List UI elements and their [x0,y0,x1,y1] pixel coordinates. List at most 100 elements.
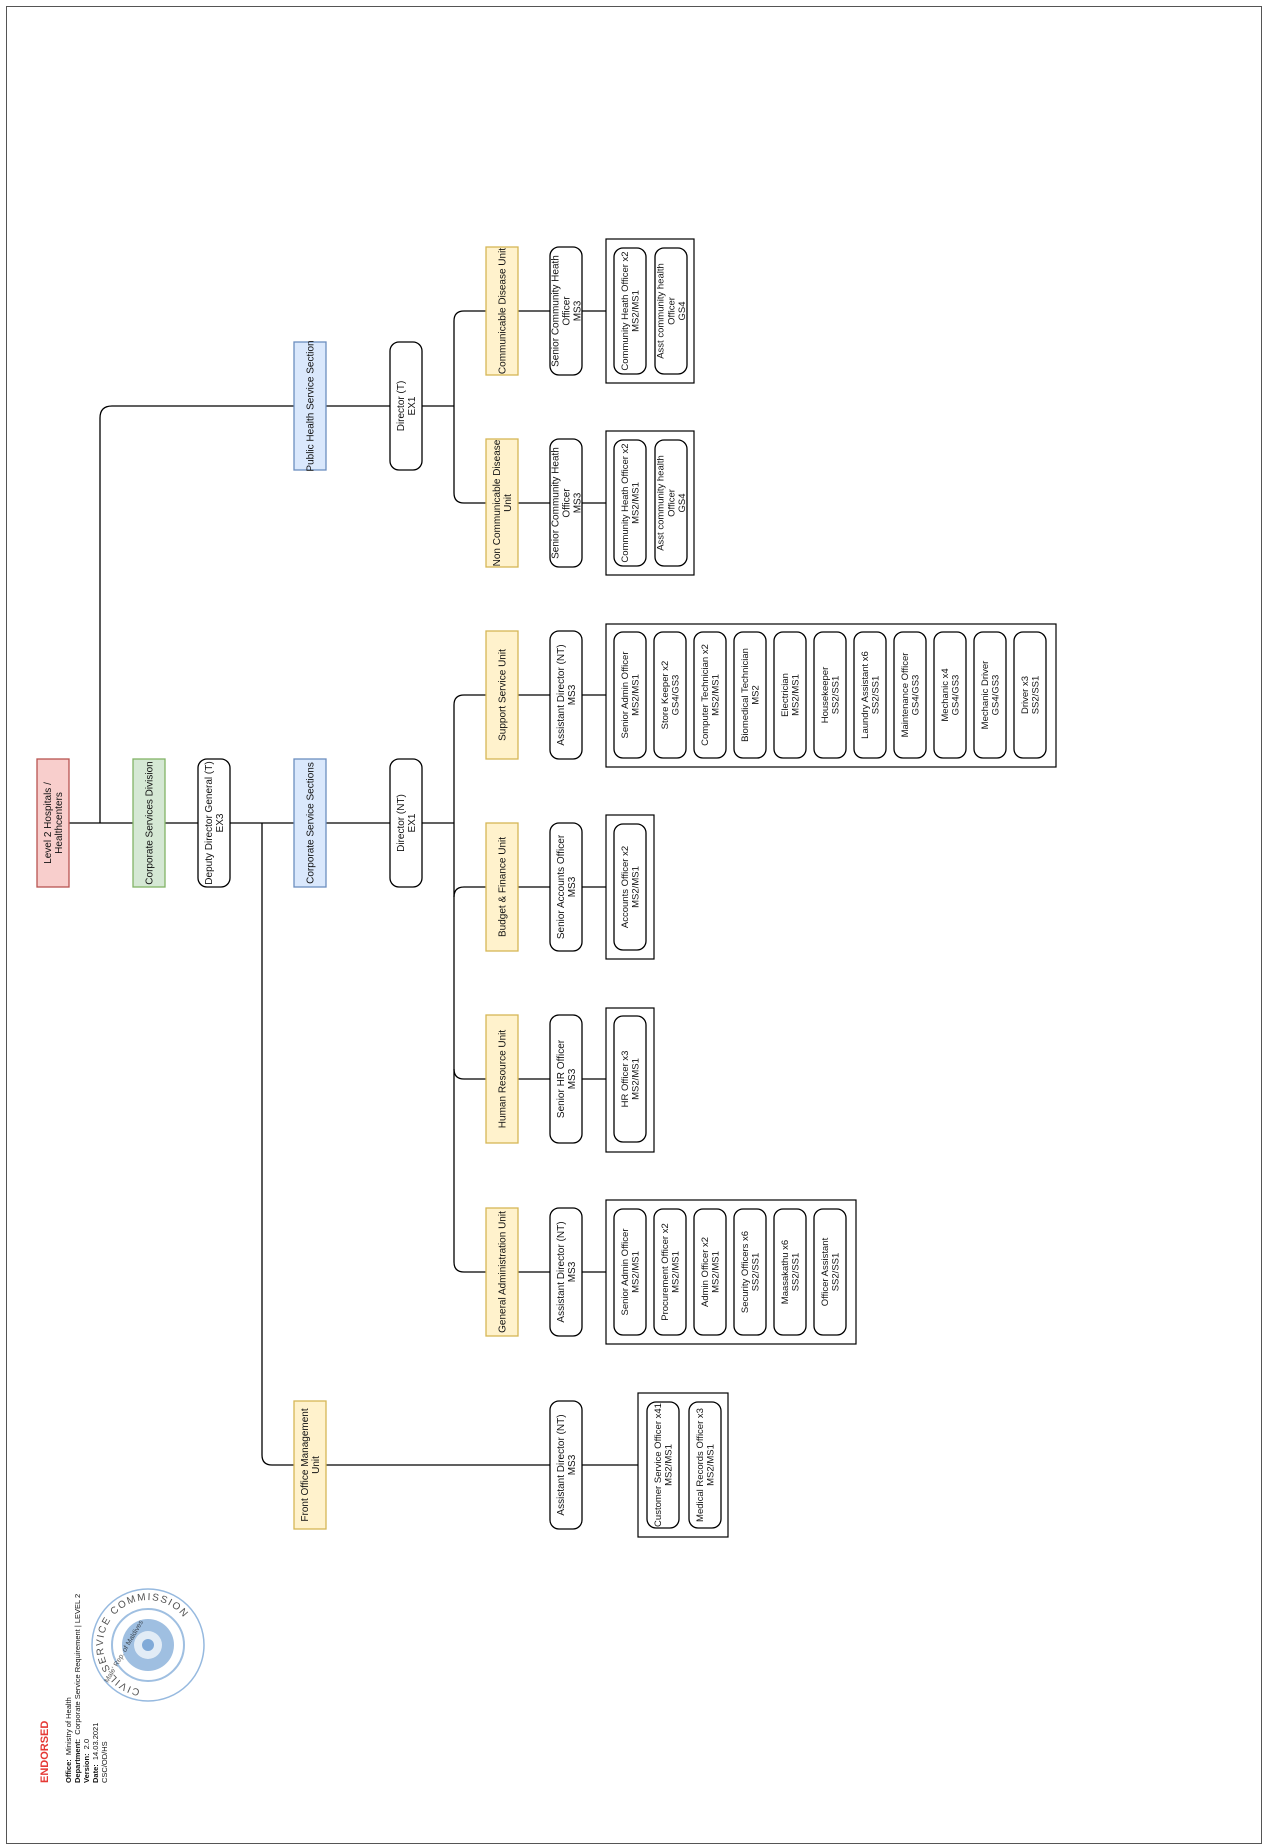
node-label-line: Procurement Officer x2 [660,1223,671,1321]
node-box [549,1400,583,1530]
node-ss-ad: Assistant Director (NT)MS3 [549,630,583,760]
node-box [653,631,687,759]
node-label: Public Health Service Section [306,340,317,471]
node-label-line: MS3 [567,1261,578,1282]
node-box [293,758,327,888]
office-line: Office: Ministry of Health [64,1697,73,1783]
node-box [132,758,166,888]
node-box [853,631,887,759]
node-box [773,631,807,759]
node-fom-ad: Assistant Director (NT)MS3 [549,1400,583,1530]
node-label-line: Unit [311,1456,322,1474]
node-label: Biomedical TechnicianMS2 [740,648,762,742]
node-label-line: Computer Technician x2 [700,644,711,746]
department-label: Department: [73,1739,82,1783]
frame-budget-staff [605,814,655,960]
node-label-line: MS2/MS1 [631,290,642,332]
node-label-line: Senior Community Heath [550,255,561,367]
office-value: Ministry of Health [64,1697,73,1755]
node-label-line: Officer [562,488,573,518]
connector-ddg-fom [261,823,294,1466]
node-label: Non Communicable DiseaseUnit [492,439,514,566]
node-box [613,631,647,759]
node-label-line: Officer Assistant [820,1237,831,1306]
version-line: Version: 2.0 [82,1739,91,1783]
node-label-line: MS3 [573,492,584,513]
node-label-line: Biomedical Technician [740,648,751,742]
node-label-line: SS2/SS1 [791,1253,802,1292]
node-label: Assistant Director (NT)MS3 [556,1414,578,1515]
department-value: Corporate Service Requirement | LEVEL 2 [73,1594,82,1735]
node-label: Support Service Unit [498,649,509,741]
reference-code: CSC/OD/HS [100,1741,109,1783]
node-label-line: Driver x3 [1020,676,1031,714]
node-label-line: Maasakathu x6 [780,1240,791,1304]
node-label-line: SS2/SS1 [871,676,882,715]
node-label: Computer Technician x2MS2/MS1 [700,644,722,746]
node-label: Officer AssistantSS2/SS1 [820,1237,842,1306]
node-label: Maasakathu x6SS2/SS1 [780,1240,802,1304]
node-box [733,631,767,759]
node-label: Driver x3SS2/SS1 [1020,676,1042,715]
node-label: Customer Service Officer x41MS2/MS1 [653,1403,675,1527]
node-label-line: MS2/MS1 [711,674,722,716]
connector-dir-spine [422,705,455,1262]
node-ss-s9: Mechanic x4GS4/GS3 [933,631,967,759]
node-label-line: MS2/MS1 [706,1444,717,1486]
node-box [293,341,327,471]
node-label-line: EX1 [407,813,418,832]
node-label: Asst community healthOfficerGS4 [656,455,688,551]
node-label-line: Director (T) [396,381,407,432]
node-box [549,1207,583,1337]
node-ss-s10: Mechanic DriverGS4/GS3 [973,631,1007,759]
endorsed-label: ENDORSED [39,1721,51,1783]
node-ss-s1: Senior Admin OfficerMS2/MS1 [613,631,647,759]
node-box [653,1208,687,1336]
node-label-line: MS3 [567,1068,578,1089]
node-box [485,246,519,376]
node-ncd: Non Communicable DiseaseUnit [485,438,519,568]
node-box [613,1015,647,1143]
node-bf-so: Senior Accounts OfficerMS3 [549,822,583,952]
node-box [613,439,647,567]
node-box [36,758,70,888]
node-label-line: MS2/MS1 [631,482,642,524]
node-box [773,1208,807,1336]
node-label-line: Mechanic Driver [980,661,991,730]
node-label: Budget & Finance Unit [498,837,509,937]
node-label-line: Housekeeper [820,667,831,724]
node-ncd-so: Senior Community HeathOfficerMS3 [549,438,584,568]
node-label: Corporate Service Sections [306,762,317,884]
node-ga-s1: Senior Admin OfficerMS2/MS1 [613,1208,647,1336]
node-label-line: Senior Admin Officer [620,652,631,739]
node-box [485,1014,519,1144]
node-ss: Support Service Unit [485,630,519,760]
page-frame [6,6,1262,1844]
node-label-line: GS4 [677,301,688,320]
node-label: Senior HR OfficerMS3 [556,1039,578,1118]
node-label-line: Deputy Director General (T) [204,761,215,884]
connector-dirt-spine [422,321,455,493]
node-label: Senior Admin OfficerMS2/MS1 [620,652,642,739]
node-label: Assistant Director (NT)MS3 [556,644,578,745]
node-label-line: GS4 [677,493,688,512]
node-box [549,438,583,568]
date-value: 14.03.2021 [91,1723,100,1761]
node-label-line: GS4/GS3 [991,675,1002,716]
node-cd-s1: Community Heath Officer x2MS2/MS1 [613,247,647,375]
version-label: Version: [82,1753,91,1783]
node-label-line: Asst community health [656,455,667,551]
frame-front-office-staff [637,1392,729,1538]
node-label-line: GS4/GS3 [671,675,682,716]
connector-root-phs [99,405,294,823]
node-label-line: Human Resource Unit [498,1030,509,1129]
node-box [549,246,583,376]
version-value: 2.0 [82,1739,91,1749]
node-label-line: GS4/GS3 [911,675,922,716]
node-label-line: Admin Officer x2 [700,1237,711,1307]
connector-dir-bf [453,886,486,898]
node-ga: General Administration Unit [485,1207,519,1337]
node-ss-s8: Maintenance OfficerGS4/GS3 [893,631,927,759]
node-ga-s6: Officer AssistantSS2/SS1 [813,1208,847,1336]
